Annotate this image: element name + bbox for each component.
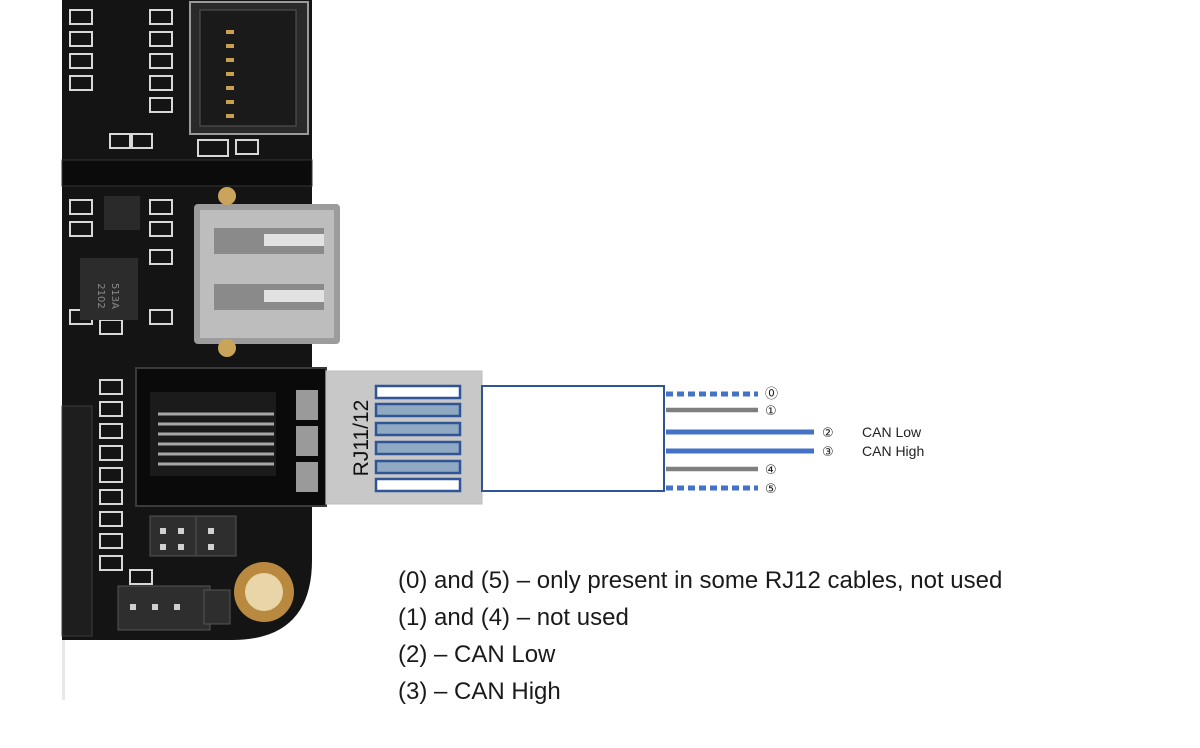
usb-port — [194, 204, 340, 344]
chip-marking-2: 2102 — [95, 283, 106, 308]
pin-labels: ⓪ ① ② ③ ④ ⑤ CAN Low CAN High — [765, 387, 924, 497]
controller-board: 513A 2102 — [61, 0, 340, 700]
side-header — [61, 405, 93, 637]
signal-label-can-low: CAN Low — [862, 424, 922, 440]
cable-jacket — [481, 385, 665, 492]
plug-contacts — [374, 384, 462, 493]
wires — [666, 391, 814, 491]
pin-number-3: ③ — [822, 445, 834, 460]
plug-contact-1 — [374, 402, 462, 418]
pin-number-4: ④ — [765, 463, 777, 478]
chip-marking-1: 513A — [109, 283, 120, 309]
plug-contact-0 — [374, 384, 462, 400]
mounting-hole-center — [245, 573, 283, 611]
board-lower-edge — [62, 640, 65, 700]
usb-uart-chip: 513A 2102 — [80, 258, 138, 320]
pin-number-0: ⓪ — [765, 387, 778, 402]
mounting-via — [218, 187, 236, 205]
plug-contact-3 — [374, 440, 462, 456]
pin-header-strip — [61, 159, 313, 187]
legend-item-can-low: (2) – CAN Low — [398, 641, 556, 668]
legend-item-unused: (1) and (4) – not used — [398, 604, 629, 631]
pin-number-2: ② — [822, 426, 834, 441]
sd-card-slot — [189, 1, 309, 135]
plug-contact-4 — [374, 459, 462, 475]
pin-number-5: ⑤ — [765, 482, 777, 497]
plug-contact-2 — [374, 421, 462, 437]
connector-label: RJ11/12 — [350, 400, 373, 477]
legend-item-can-high: (3) – CAN High — [398, 678, 561, 705]
rj-jack — [135, 367, 327, 507]
rj-plug: RJ11/12 — [325, 370, 483, 505]
signal-label-can-high: CAN High — [862, 443, 924, 459]
legend-item-unused-optional: (0) and (5) – only present in some RJ12 … — [398, 567, 1003, 594]
plug-contact-5 — [374, 477, 462, 493]
mounting-via — [218, 339, 236, 357]
small-chip — [104, 196, 140, 230]
pin-number-1: ① — [765, 404, 777, 419]
pinout-legend: (0) and (5) – only present in some RJ12 … — [398, 562, 1002, 710]
